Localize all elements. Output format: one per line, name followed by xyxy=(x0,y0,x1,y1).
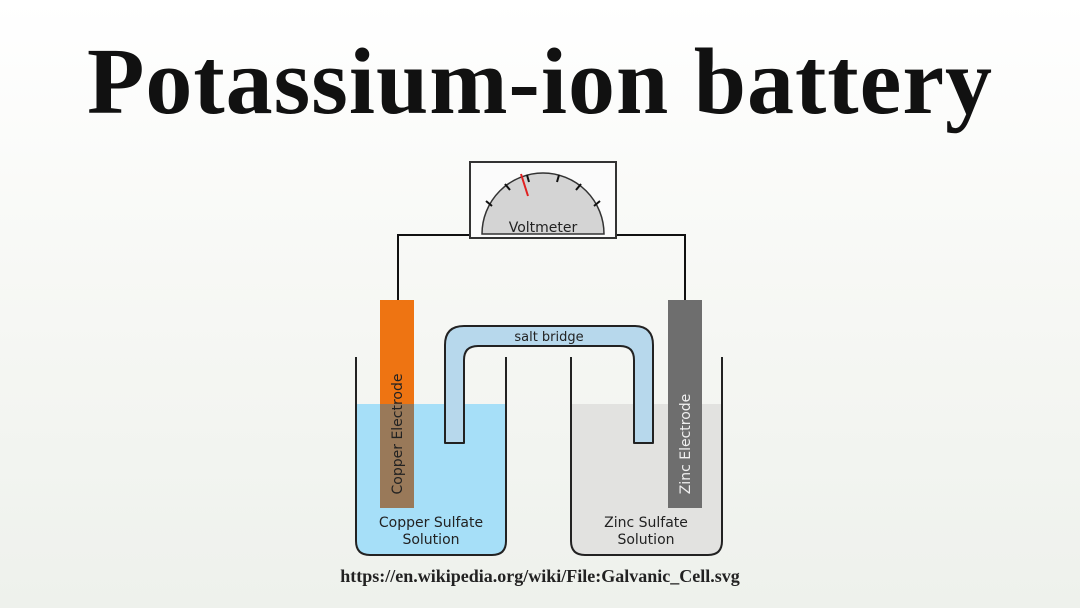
wire-right xyxy=(614,234,686,302)
voltmeter: Voltmeter xyxy=(469,161,617,239)
zinc-electrode: Zinc Electrode xyxy=(668,300,702,508)
wire-left xyxy=(397,234,472,302)
salt-bridge: salt bridge xyxy=(444,325,654,444)
copper-electrode: Copper Electrode xyxy=(380,300,414,508)
left-solution-label-line1: Copper Sulfate xyxy=(379,515,483,531)
source-url: https://en.wikipedia.org/wiki/File:Galva… xyxy=(340,566,740,586)
voltmeter-label: Voltmeter xyxy=(509,220,578,236)
voltmeter-scale-ticks xyxy=(485,174,601,207)
right-solution-label-line2: Solution xyxy=(617,532,674,548)
zinc-electrode-label: Zinc Electrode xyxy=(678,394,694,495)
left-solution-label-line2: Solution xyxy=(402,532,459,548)
left-beaker: Copper Sulfate Solution xyxy=(355,357,507,556)
salt-bridge-label: salt bridge xyxy=(514,330,583,345)
copper-electrode-label: Copper Electrode xyxy=(390,374,406,495)
page-title: Potassium-ion battery xyxy=(86,30,994,134)
right-solution-label-line1: Zinc Sulfate xyxy=(604,515,688,531)
voltmeter-needle xyxy=(520,173,529,197)
